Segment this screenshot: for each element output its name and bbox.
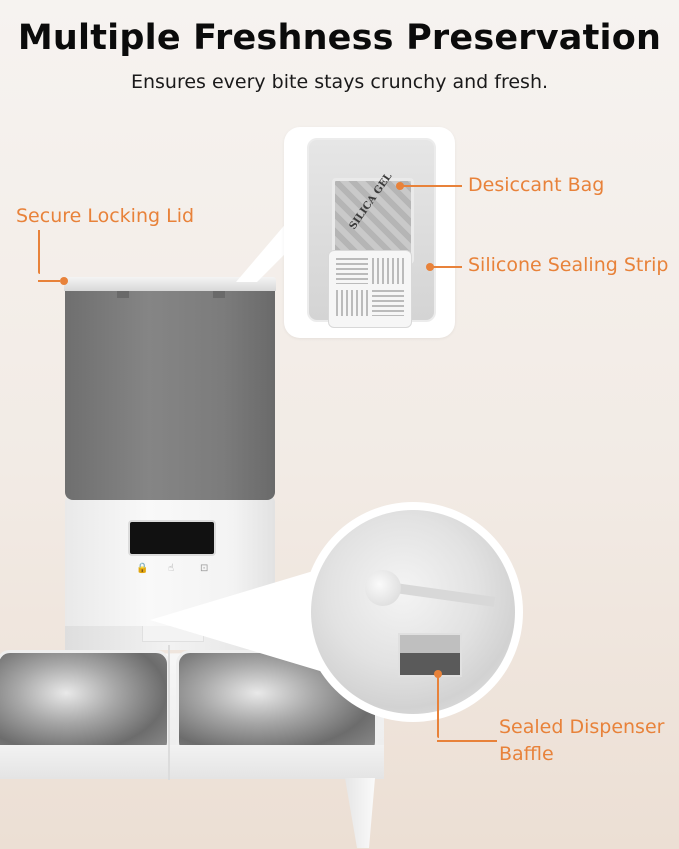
page-subtitle: Ensures every bite stays crunchy and fre… <box>130 71 549 93</box>
callout-label: Secure Locking Lid <box>16 205 195 227</box>
lock-icon: 🔒 <box>136 563 149 574</box>
tray-divider <box>168 645 170 780</box>
steel-bowl-left <box>0 650 170 756</box>
callout-line <box>38 280 60 282</box>
hand-icon: ☝ <box>168 563 175 574</box>
feed-icon: ⊡ <box>200 563 209 574</box>
vent-grille <box>336 290 368 316</box>
impeller-hub <box>365 570 401 606</box>
callout-dot <box>60 277 68 285</box>
callout-dot <box>396 182 404 190</box>
lcd-display <box>128 520 216 556</box>
food-hopper <box>65 290 275 500</box>
page-title: Multiple Freshness Preservation <box>17 18 662 58</box>
tray-leg <box>345 778 375 848</box>
callout-line <box>402 185 462 187</box>
callout-line <box>432 266 462 268</box>
tray-front <box>0 745 384 779</box>
callout-dot <box>434 670 442 678</box>
desiccant-bag-image <box>332 178 414 264</box>
vent-grille <box>372 290 404 316</box>
callout-label: Sealed Dispenser <box>499 716 665 738</box>
vent-grille <box>336 258 368 284</box>
callout-label: Desiccant Bag <box>468 174 605 196</box>
callout-line <box>437 676 439 738</box>
dispenser-interior <box>311 510 515 714</box>
vent-grille <box>372 258 404 284</box>
callout-dot <box>426 263 434 271</box>
hopper-clip <box>117 290 129 298</box>
callout-line <box>38 230 40 274</box>
hopper-clip <box>213 290 225 298</box>
callout-label: Silicone Sealing Strip <box>468 254 669 276</box>
feeder-lid <box>64 277 276 291</box>
baffle-opening <box>398 633 462 677</box>
callout-label: Baffle <box>499 743 554 765</box>
callout-line <box>437 740 497 742</box>
